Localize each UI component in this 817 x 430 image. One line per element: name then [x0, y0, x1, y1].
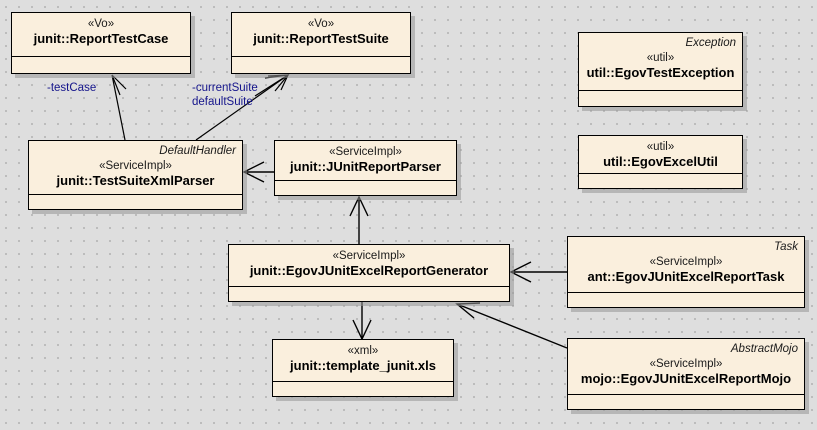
class-name: junit::template_junit.xls: [290, 358, 436, 373]
class-attributes-compartment: [568, 293, 804, 309]
class-header: «Vo» junit::ReportTestCase: [12, 13, 190, 57]
class-name: junit::ReportTestCase: [33, 31, 169, 46]
class-attributes-compartment: [579, 91, 742, 107]
class-stereotype: «ServiceImpl»: [649, 358, 723, 370]
class-header: «util» util::EgovExcelUtil: [579, 136, 742, 174]
class-name: junit::ReportTestSuite: [253, 31, 389, 46]
class-parent-label: AbstractMojo: [730, 343, 798, 355]
class-stereotype: «util»: [646, 52, 675, 64]
class-header: «ServiceImpl» junit::JUnitReportParser: [275, 141, 456, 181]
edge-parser-to-testcase: [111, 74, 127, 141]
class-box-egov-junit-excel-report-mojo[interactable]: AbstractMojo «ServiceImpl» mojo::EgovJUn…: [567, 338, 805, 410]
edge-label-current-suite: -currentSuite: [192, 82, 258, 94]
class-attributes-compartment: [29, 195, 242, 211]
class-name: junit::TestSuiteXmlParser: [56, 173, 215, 188]
class-box-egov-junit-excel-report-generator[interactable]: «ServiceImpl» junit::EgovJUnitExcelRepor…: [228, 244, 510, 302]
edge-parser-to-suite-b: [254, 74, 289, 97]
class-header: «ServiceImpl» junit::EgovJUnitExcelRepor…: [229, 245, 509, 287]
class-stereotype: «ServiceImpl»: [332, 250, 406, 262]
class-stereotype: «ServiceImpl»: [329, 146, 402, 158]
class-header: Task «ServiceImpl» ant::EgovJUnitExcelRe…: [568, 237, 804, 293]
class-name: ant::EgovJUnitExcelReportTask: [587, 269, 785, 284]
edge-generator-to-template: [352, 302, 372, 341]
edge-label-default-suite: defaultSuite: [192, 96, 253, 108]
class-stereotype: «ServiceImpl»: [649, 256, 723, 268]
class-attributes-compartment: [273, 382, 453, 398]
class-box-template-junit-xls[interactable]: «xml» junit::template_junit.xls: [272, 339, 454, 397]
class-parent-label: Exception: [685, 37, 736, 49]
class-stereotype: «util»: [646, 141, 675, 153]
class-stereotype: «Vo»: [87, 18, 115, 30]
class-box-egov-test-exception[interactable]: Exception «util» util::EgovTestException: [578, 32, 743, 107]
edge-reportparser-to-xmlparser: [242, 161, 274, 183]
class-box-report-test-suite[interactable]: «Vo» junit::ReportTestSuite: [231, 12, 411, 74]
edge-generator-to-reportparser: [349, 195, 369, 244]
class-attributes-compartment: [579, 174, 742, 190]
class-name: mojo::EgovJUnitExcelReportMojo: [580, 371, 792, 386]
class-box-egov-excel-util[interactable]: «util» util::EgovExcelUtil: [578, 135, 743, 189]
class-box-junit-report-parser[interactable]: «ServiceImpl» junit::JUnitReportParser: [274, 140, 457, 196]
edge-label-test-case: -testCase: [47, 82, 97, 94]
class-name: util::EgovTestException: [586, 65, 735, 80]
class-box-egov-junit-excel-report-task[interactable]: Task «ServiceImpl» ant::EgovJUnitExcelRe…: [567, 236, 805, 308]
edge-task-to-generator: [509, 261, 567, 283]
class-attributes-compartment: [229, 287, 509, 303]
class-header: AbstractMojo «ServiceImpl» mojo::EgovJUn…: [568, 339, 804, 395]
class-stereotype: «ServiceImpl»: [99, 160, 172, 172]
class-attributes-compartment: [275, 181, 456, 197]
class-header: «xml» junit::template_junit.xls: [273, 340, 453, 382]
class-name: junit::EgovJUnitExcelReportGenerator: [249, 263, 489, 278]
class-box-report-test-case[interactable]: «Vo» junit::ReportTestCase: [11, 12, 191, 74]
class-attributes-compartment: [12, 57, 190, 73]
class-header: DefaultHandler «ServiceImpl» junit::Test…: [29, 141, 242, 195]
class-header: «Vo» junit::ReportTestSuite: [232, 13, 410, 57]
class-parent-label: DefaultHandler: [159, 145, 236, 157]
edge-mojo-to-generator: [455, 302, 568, 349]
class-box-test-suite-xml-parser[interactable]: DefaultHandler «ServiceImpl» junit::Test…: [28, 140, 243, 210]
class-attributes-compartment: [568, 395, 804, 411]
class-name: util::EgovExcelUtil: [603, 154, 718, 169]
class-stereotype: «Vo»: [307, 18, 335, 30]
class-attributes-compartment: [232, 57, 410, 73]
class-header: Exception «util» util::EgovTestException: [579, 33, 742, 91]
class-name: junit::JUnitReportParser: [290, 159, 441, 174]
class-parent-label: Task: [774, 241, 798, 253]
class-stereotype: «xml»: [347, 345, 379, 357]
